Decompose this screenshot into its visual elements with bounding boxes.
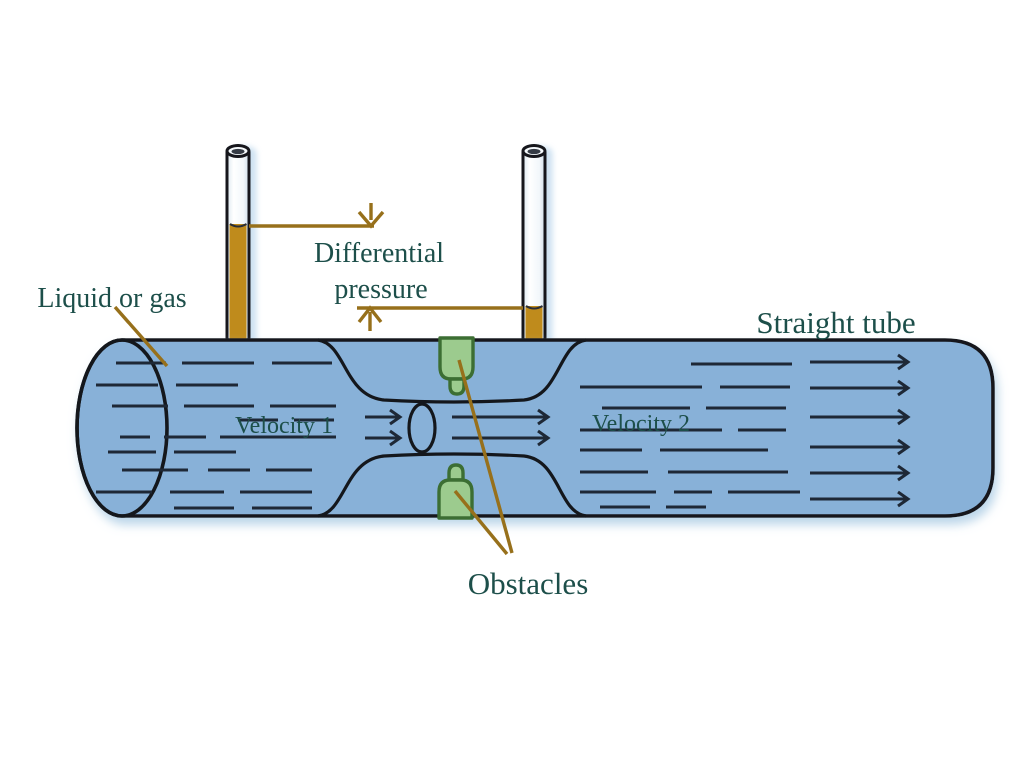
- leader-obstacle-top: [457, 359, 514, 554]
- obstacle-top-body: [438, 336, 475, 381]
- label-velocity-2: Velocity 2: [592, 411, 690, 437]
- constriction-top-wall: [317, 338, 587, 404]
- throat-flow-arrows: [365, 408, 551, 447]
- tube-left-end-cap: [75, 338, 169, 518]
- label-liquid-or-gas: Liquid or gas: [37, 283, 186, 314]
- leader-liquid-or-gas: [113, 305, 169, 368]
- label-differential-line2: pressure: [334, 274, 427, 305]
- obstacle-top-tip: [448, 377, 466, 396]
- label-obstacles: Obstacles: [468, 566, 589, 601]
- outlet-flow-arrows: [810, 353, 911, 508]
- leader-lines: [113, 305, 514, 556]
- obstacle-bottom: [437, 463, 474, 520]
- manometer-right: [521, 144, 547, 342]
- main-tube: [75, 338, 995, 518]
- streamlines-upstream: [96, 361, 336, 510]
- constriction-bottom-wall: [317, 452, 587, 518]
- manometer-left-meniscus: [229, 223, 248, 228]
- manometer-left: [225, 144, 251, 342]
- down-arrow-icon: [357, 210, 385, 229]
- manometer-left-opening-hole: [231, 148, 245, 155]
- constriction-walls: [317, 338, 587, 518]
- label-differential-line1: Differential: [314, 238, 444, 269]
- throat-orifice: [407, 402, 437, 454]
- obstacle-bottom-tip: [447, 463, 465, 482]
- label-velocity-1: Velocity 1: [235, 413, 333, 439]
- obstacle-bottom-body: [437, 478, 474, 520]
- leader-obstacle-bottom: [453, 489, 509, 556]
- labels: Liquid or gas Differential pressure Stra…: [37, 238, 915, 601]
- manometer-left-liquid-column: [229, 224, 247, 339]
- tube-silhouette: [75, 338, 995, 518]
- up-arrow-icon: [357, 305, 383, 324]
- differential-pressure-dimension: [249, 203, 523, 331]
- obstacle-top: [438, 336, 475, 396]
- manometer-right-liquid-column: [525, 306, 543, 339]
- streamlines-downstream: [580, 362, 800, 509]
- manometer-right-meniscus: [525, 305, 544, 310]
- manometer-right-opening-hole: [527, 148, 541, 155]
- label-straight-tube: Straight tube: [756, 305, 915, 340]
